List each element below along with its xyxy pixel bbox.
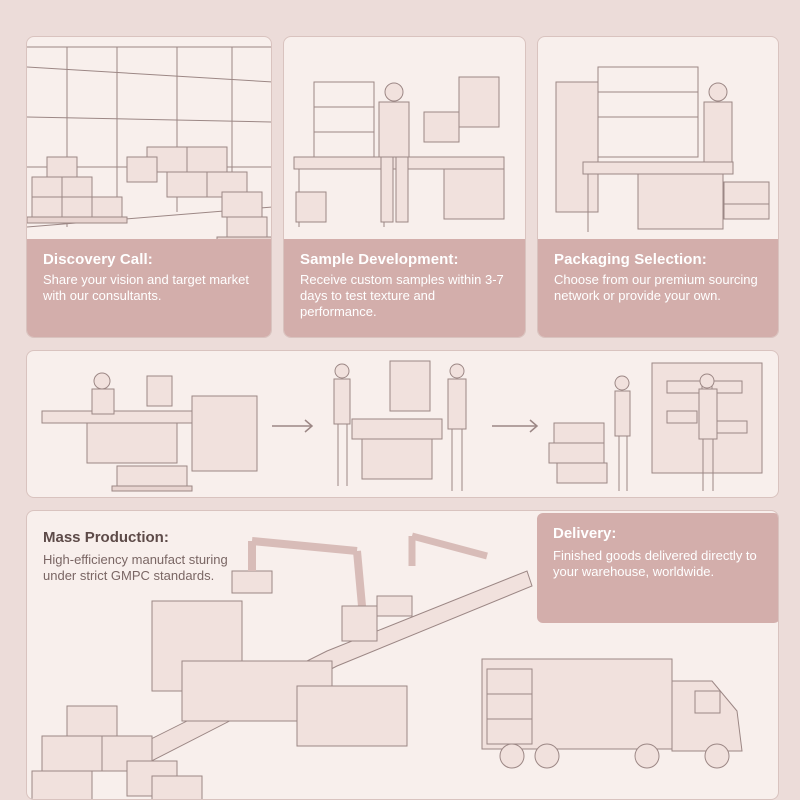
production-illustration — [31, 532, 743, 799]
production-title: Mass Production: — [43, 529, 169, 546]
step-panel-packaging: Packaging Selection: Choose from our pre… — [537, 36, 779, 338]
step-panel-sample: Sample Development: Receive custom sampl… — [283, 36, 526, 338]
packaging-illustration — [555, 66, 770, 232]
step-caption-discovery: Discovery Call: Share your vision and ta… — [27, 239, 271, 337]
step-panel-discovery: Discovery Call: Share your vision and ta… — [26, 36, 272, 338]
step-caption-packaging: Packaging Selection: Choose from our pre… — [538, 239, 778, 337]
process-flow-panel — [26, 350, 779, 498]
step-title: Discovery Call: — [43, 251, 153, 268]
process-flow-illustration — [41, 360, 763, 492]
step-text: Receive custom samples within 3-7 days t… — [300, 272, 504, 319]
step-title: Packaging Selection: — [554, 251, 707, 268]
step-text: Choose from our premium sourcing network… — [554, 272, 758, 303]
step-text: Share your vision and target market with… — [43, 272, 249, 303]
step-caption-sample: Sample Development: Receive custom sampl… — [284, 239, 525, 337]
step-title: Sample Development: — [300, 251, 459, 268]
production-text: Mass Production: High-efficiency manufac… — [43, 529, 243, 584]
delivery-box: Delivery: Finished goods delivered direc… — [537, 513, 778, 623]
production-panel: Mass Production: High-efficiency manufac… — [26, 510, 779, 800]
delivery-title: Delivery: — [553, 525, 617, 542]
production-description: High-efficiency manufact sturing under s… — [43, 552, 228, 583]
delivery-description: Finished goods delivered directly to you… — [553, 548, 757, 579]
lab-illustration — [293, 76, 505, 227]
warehouse-illustration — [27, 46, 271, 244]
